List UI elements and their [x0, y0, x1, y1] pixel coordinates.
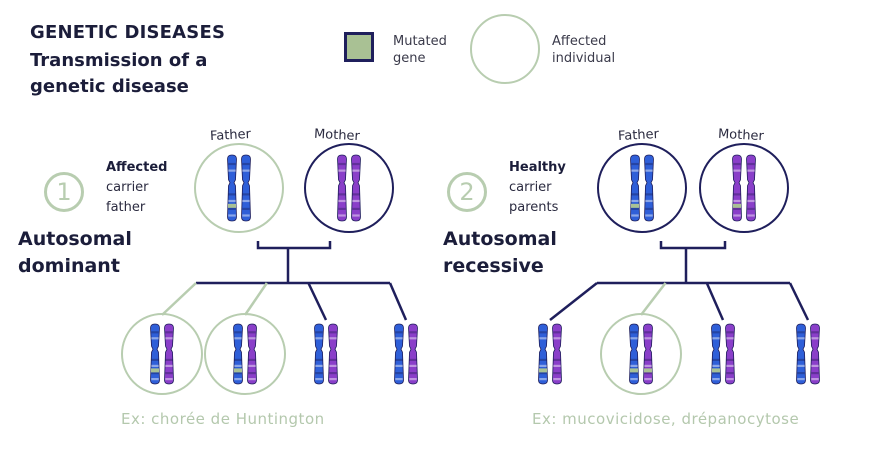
diagram-title: GENETIC DISEASES	[30, 22, 226, 43]
panel-1-child-4-link	[388, 282, 408, 321]
panel-2-child-2-chromosome-maternal	[643, 323, 653, 385]
panel-1-descriptor-rest: carrier father	[106, 180, 149, 215]
panel-1-mother-chromosome-a	[337, 154, 347, 222]
panel-2-descriptor-bold: Healthy	[509, 160, 566, 175]
panel-2-mother-chromosome-a	[732, 154, 742, 222]
panel-1-mother-chromosome-b	[351, 154, 361, 222]
panel-1-father-chromosome-a	[227, 154, 237, 222]
panel-2-mother-chromosome-b	[746, 154, 756, 222]
panel-1-child-1-affected-circle	[121, 313, 203, 395]
panel-2-mode: Autosomal recessive	[443, 228, 557, 277]
panel-1-mother-circle	[304, 143, 394, 233]
panel-1-child-2-link	[243, 282, 268, 316]
panel-1-number: 1	[44, 172, 84, 212]
panel-2-couple-bracket	[659, 241, 727, 250]
legend-mutated-swatch	[344, 32, 374, 62]
panel-1-child-2-chromosome-maternal	[247, 323, 257, 385]
diagram-subtitle: Transmission of a genetic disease	[30, 50, 208, 97]
panel-2-father-chromosome-b	[644, 154, 654, 222]
panel-1-descriptor: Affected carrier father	[106, 158, 196, 218]
panel-2-child-3-chromosome-maternal	[725, 323, 735, 385]
panel-2-example: Ex: mucovicidose, drépanocytose	[532, 410, 800, 428]
panel-1-example: Ex: chorée de Huntington	[121, 410, 325, 428]
panel-1-child-4-chromosome-paternal	[394, 323, 404, 385]
panel-1-descriptor-bold: Affected	[106, 160, 168, 175]
panel-2-child-4-chromosome-paternal	[796, 323, 806, 385]
panel-2-child-3-chromosome-paternal	[711, 323, 721, 385]
panel-2-child-2-chromosome-paternal	[629, 323, 639, 385]
panel-2-child-1-chromosome-maternal	[552, 323, 562, 385]
panel-2-child-2-link	[640, 282, 667, 316]
panel-2-mother-circle	[699, 143, 789, 233]
panel-1-couple-bracket	[256, 241, 332, 250]
panel-1-child-2-chromosome-paternal	[233, 323, 243, 385]
panel-2-child-3-link	[705, 282, 725, 321]
panel-2-child-4-chromosome-maternal	[810, 323, 820, 385]
panel-1-father-circle	[194, 143, 284, 233]
panel-1-child-3-chromosome-maternal	[328, 323, 338, 385]
panel-1-child-4-chromosome-maternal	[408, 323, 418, 385]
legend-affected-label: Affected individual	[552, 34, 616, 66]
panel-1-child-2-affected-circle	[204, 313, 286, 395]
panel-2-number: 2	[447, 172, 487, 212]
panel-2-child-2-affected-circle	[600, 313, 682, 395]
panel-2-child-4-link	[788, 282, 810, 321]
legend-mutated-label: Mutated gene	[393, 34, 447, 66]
panel-2-descriptor-rest: carrier parents	[509, 180, 559, 215]
panel-2-child-1-chromosome-paternal	[538, 323, 548, 385]
legend-affected-circle	[470, 14, 540, 84]
panel-1-child-1-chromosome-paternal	[150, 323, 160, 385]
panel-1-mode: Autosomal dominant	[18, 228, 132, 277]
panel-1-child-3-chromosome-paternal	[314, 323, 324, 385]
panel-1-father-chromosome-b	[241, 154, 251, 222]
panel-1-child-3-link	[307, 282, 328, 321]
panel-2-father-chromosome-a	[630, 154, 640, 222]
panel-2-child-1-link	[549, 282, 598, 321]
panel-2-descriptor: Healthy carrier parents	[509, 158, 589, 218]
panel-1-child-1-chromosome-maternal	[164, 323, 174, 385]
panel-2-father-circle	[597, 143, 687, 233]
panel-1-child-1-link	[161, 282, 197, 316]
